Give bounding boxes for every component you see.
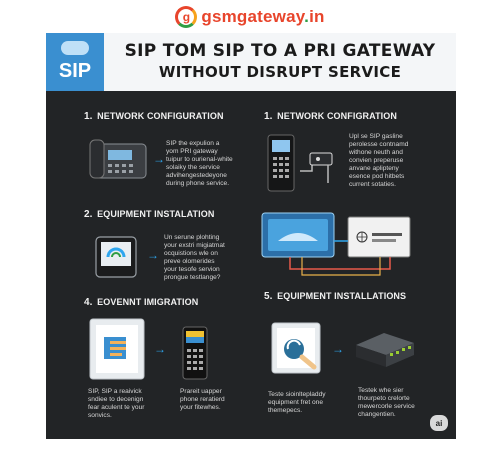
cloud-icon: [61, 41, 89, 55]
document-tablet-icon: [89, 318, 145, 380]
page-title: SIP TOM SIP TO A PRI GATEWAY WITHOUT DIS…: [110, 41, 450, 81]
section-2-title: 2. EQUIPMENT INSTALATION: [84, 209, 215, 220]
arrow-right-icon: →: [147, 248, 159, 262]
logo-text: gsmgateway.in: [201, 7, 325, 26]
configuration-tablet-icon: [271, 322, 321, 374]
section-3-title: 1. NETWORK CONFIGRATION: [264, 111, 397, 122]
arrow-right-icon: →: [332, 342, 344, 356]
logo-ring-icon: g: [175, 6, 198, 28]
ai-badge: ai: [430, 415, 448, 431]
desk-phone-icon: [89, 139, 147, 179]
section-4-title: 4. EOVENNT IMIGRATION: [84, 297, 199, 308]
infographic-panel: 1. NETWORK CONFIGURATION → SIP the expul…: [46, 91, 456, 439]
section-5-title: 5. EQUIPMENT INSTALLATIONS: [264, 291, 407, 302]
section-1-title: 1. NETWORK CONFIGURATION: [84, 111, 224, 122]
arrow-right-icon: →: [153, 152, 165, 166]
title-line-2: WITHOUT DISRUPT SERVICE: [158, 63, 402, 81]
network-cable-icon: [300, 152, 333, 183]
title-line-1: SIP TOM SIP TO A PRI GATEWAY: [124, 41, 436, 61]
tablet-device-icon: [95, 236, 137, 278]
sip-badge: SIP: [46, 33, 104, 91]
brand-logo: g gsmgateway.in: [0, 4, 500, 30]
ip-phone-icon: [267, 134, 295, 192]
arrow-right-icon: →: [154, 342, 166, 356]
network-switch-icon: [356, 333, 414, 367]
gateway-connection-diagram: [261, 212, 411, 276]
header: SIP SIP TOM SIP TO A PRI GATEWAY WITHOUT…: [46, 33, 456, 91]
mobile-phone-icon: [182, 326, 208, 380]
sip-badge-label: SIP: [58, 60, 92, 82]
